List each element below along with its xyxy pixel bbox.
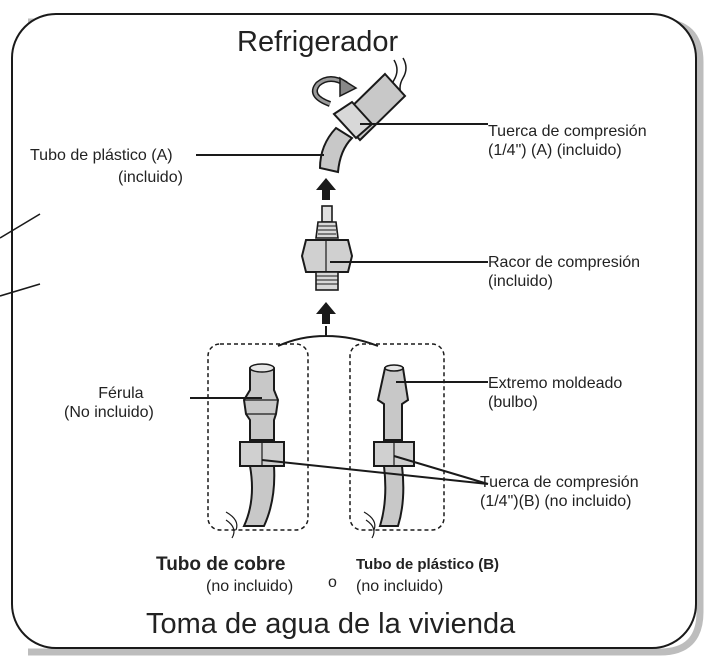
label-molded-end: Extremo moldeado (bulbo) [488,374,622,412]
label-ferrule: Férula (No incluido) [64,384,154,422]
option-plastic-tube-b: Tubo de plástico (B) [356,556,500,573]
option-copper-tube: Tubo de cobre [156,554,286,575]
label-compression-nut-a: Tuerca de compresión (1/4") (A) (incluid… [488,122,647,160]
title-top: Refrigerador [237,26,399,58]
label-ferrule-line2: (No incluido) [64,404,154,421]
compression-fitting [300,205,354,291]
rotation-arrow-inner [313,77,347,106]
top-tube-assembly [312,57,407,174]
copper-tube-drawing [225,363,285,539]
label-ferrule-line1: Férula [98,385,144,402]
label-molded-end-line2: (bulbo) [488,394,538,411]
plastic-tube-a-lower [318,126,354,174]
frame-border [11,13,697,649]
option-or: o [328,574,337,591]
up-arrow-2 [316,302,336,324]
leader-compression-nut-b [261,455,489,485]
label-compression-fitting-line1: Racor de compresión [488,254,641,271]
label-compression-fitting: Racor de compresión (incluido) [488,253,640,291]
frame-left-tab [0,213,41,297]
label-molded-end-line1: Extremo moldeado [488,375,623,392]
option-copper-tube-note: (no incluido) [206,578,294,595]
rotation-arrow-head [339,76,358,98]
label-compression-nut-a-line2: (1/4") (A) (incluido) [488,142,622,159]
label-compression-nut-b: Tuerca de compresión (1/4")(B) (no inclu… [480,473,639,511]
up-arrow-1 [316,178,336,200]
label-plastic-tube-a-line1: Tubo de plástico (A) [30,147,173,164]
label-plastic-tube-a-line2: (incluido) [118,169,183,186]
plastic-option-box [349,343,445,531]
branch-lines [277,326,379,347]
label-compression-nut-a-line1: Tuerca de compresión [488,123,647,140]
ferrule-ring [244,399,278,415]
title-bottom: Toma de agua de la vivienda [146,608,516,640]
label-plastic-tube-a: Tubo de plástico (A) [30,146,173,165]
label-compression-nut-b-line2: (1/4")(B) (no incluido) [480,493,632,510]
copper-option-box [207,343,309,531]
option-plastic-tube-b-note: (no incluido) [356,578,444,595]
label-compression-fitting-line2: (incluido) [488,273,553,290]
label-compression-nut-b-line1: Tuerca de compresión [480,474,639,491]
